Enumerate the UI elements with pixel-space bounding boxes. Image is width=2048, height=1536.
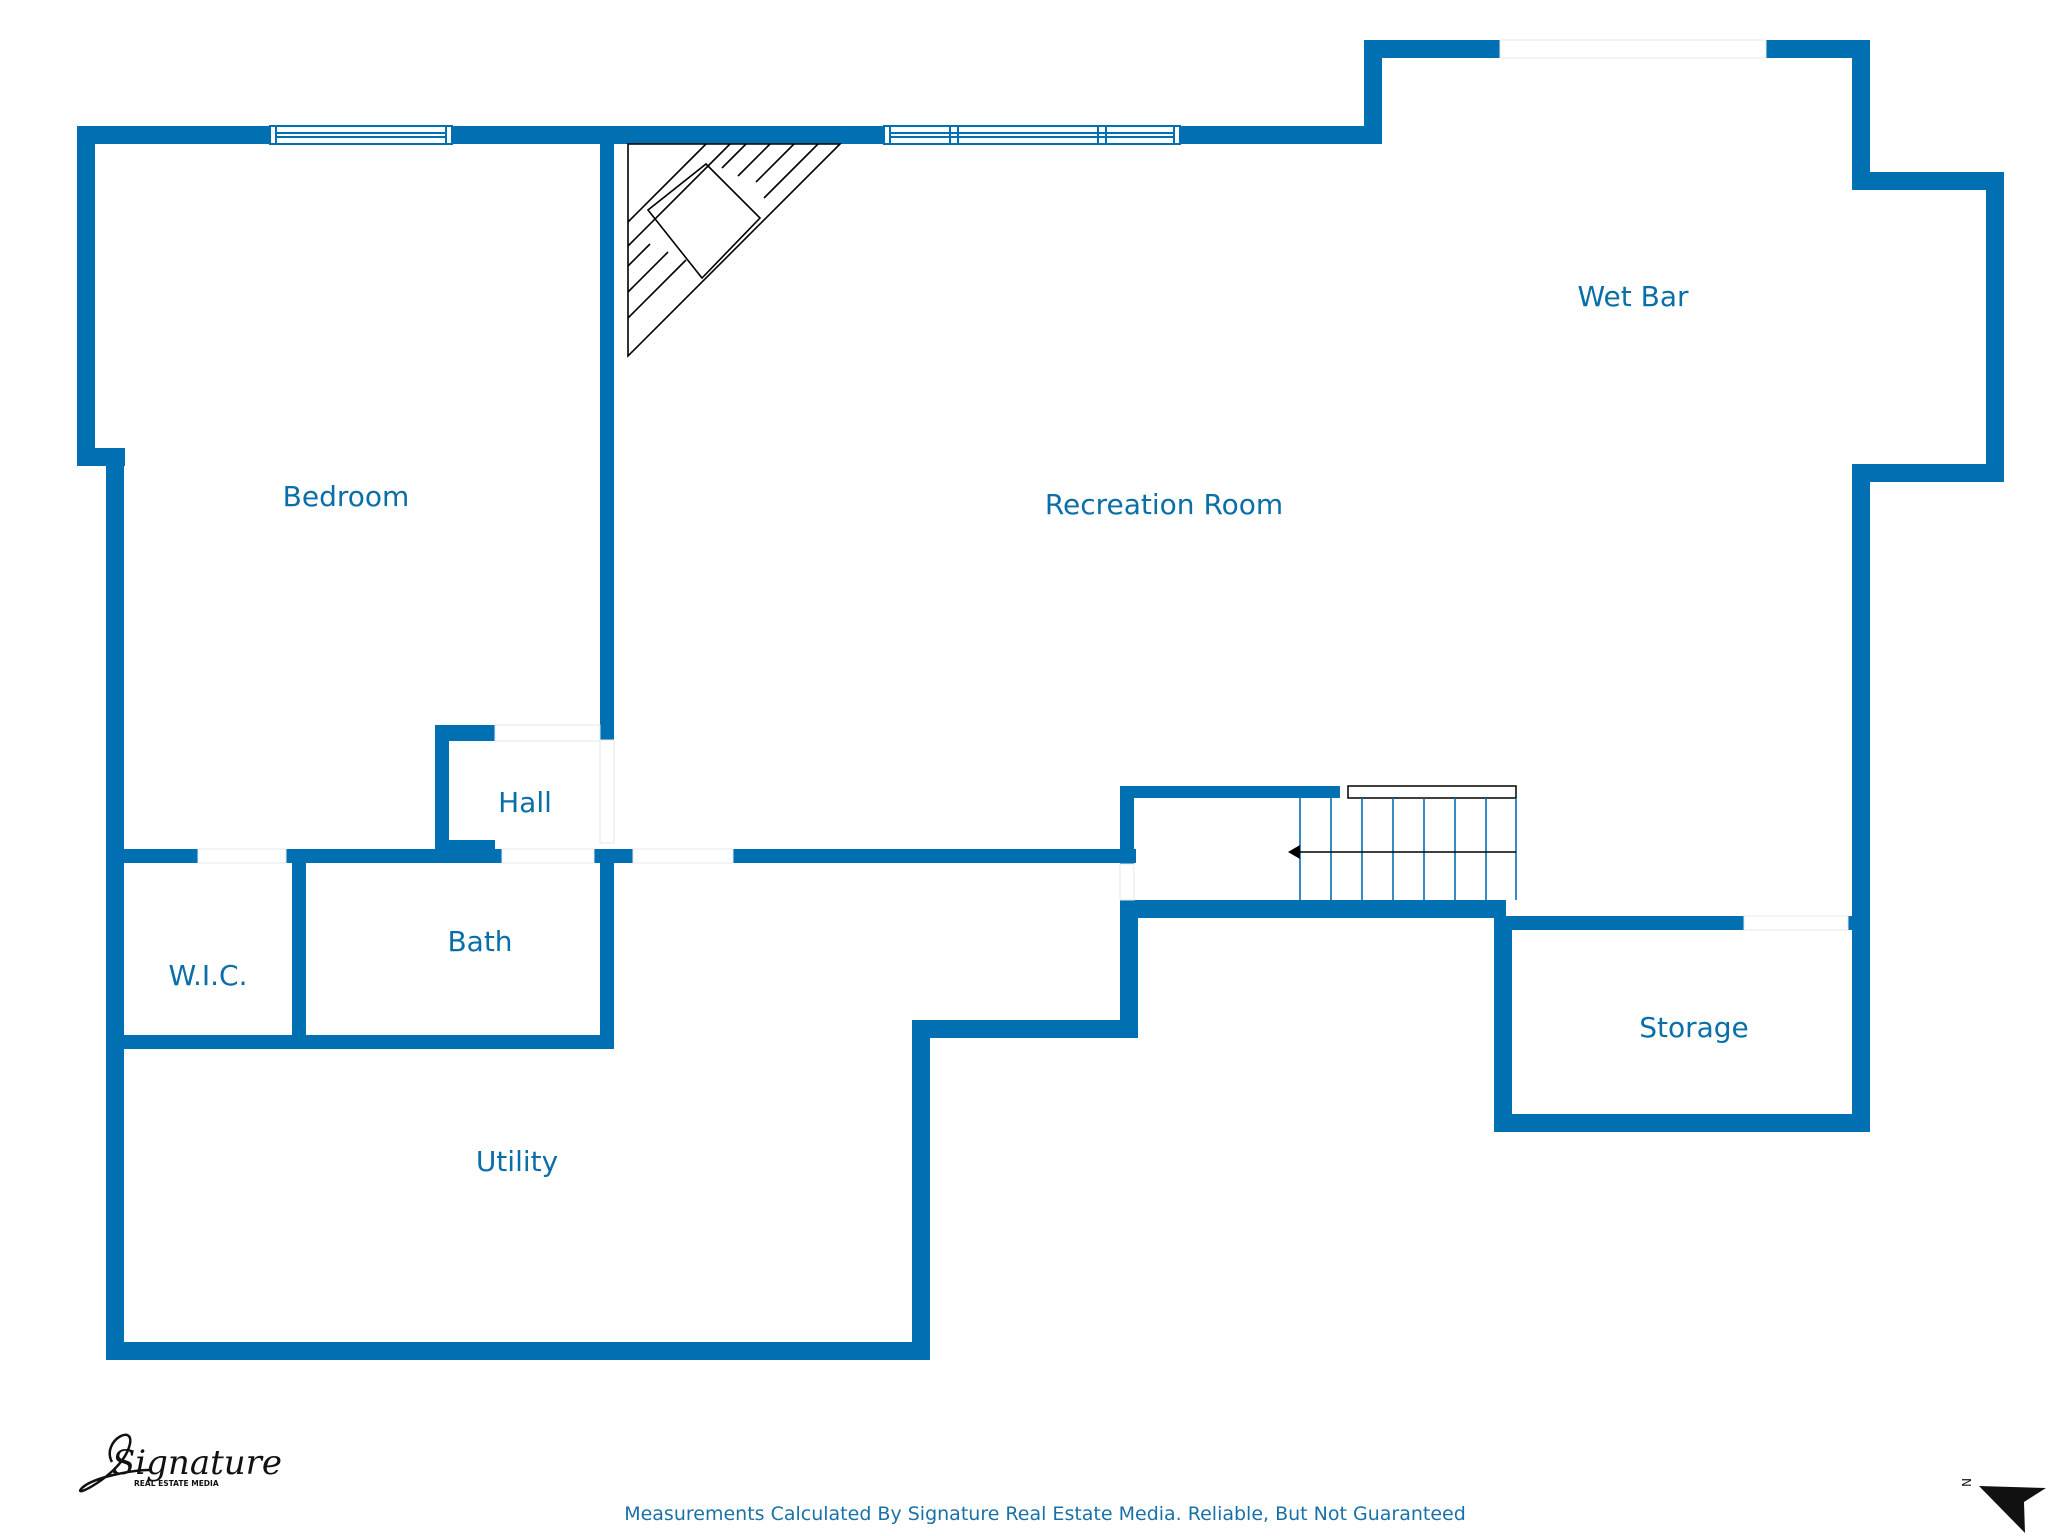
wall-notch-left [1364, 40, 1382, 144]
wall-utility-right [912, 1020, 930, 1360]
label-wic: W.I.C. [169, 959, 248, 992]
wall-hall-left [435, 725, 449, 855]
door-wic [197, 848, 287, 864]
signature-logo: Signature REAL ESTATE MEDIA [78, 1433, 282, 1493]
wall-stair-left [1120, 786, 1134, 864]
door-hall-to-rec [632, 848, 734, 864]
wall-bath-right [600, 849, 614, 1049]
wall-step-vertical [1120, 900, 1138, 1038]
wall-wic-bath-divider [292, 849, 306, 1049]
logo-script-text: Signature [112, 1443, 282, 1483]
window-rec-room [883, 125, 1181, 145]
wall-right-lower [1852, 464, 1870, 1132]
wall-storage-top [1494, 916, 1744, 930]
wall-bump-bottom [1852, 464, 2004, 482]
stairs [1288, 785, 1517, 900]
opening-wet-bar [1499, 39, 1767, 59]
door-openings [197, 39, 1849, 931]
wall-hall-top-stub [435, 725, 495, 741]
wall-bedroom-rec-divider [600, 126, 614, 746]
wall-storage-bottom [1494, 1114, 1870, 1132]
label-wet-bar: Wet Bar [1577, 280, 1689, 313]
compass-icon: N [1959, 1478, 2046, 1533]
wall-left-lower [106, 448, 124, 1360]
label-utility: Utility [476, 1145, 558, 1178]
door-bath [501, 848, 595, 864]
fireplace-hatch [627, 143, 842, 358]
wall-notch-right [1852, 40, 1870, 190]
stair-direction-arrow [1288, 845, 1516, 859]
wall-wic-bath-bottom [106, 1035, 614, 1049]
wall-bottom-utility [106, 1342, 930, 1360]
wall-storage-top-right [1848, 916, 1870, 930]
label-bath: Bath [447, 925, 512, 958]
window-bedroom [269, 125, 453, 145]
label-recreation-room: Recreation Room [1045, 488, 1283, 521]
wall-utility-step [912, 1020, 1138, 1038]
wall-stair-bottom [1120, 900, 1506, 918]
room-labels: Bedroom Recreation Room Wet Bar Hall W.I… [169, 280, 1749, 1178]
wall-bedroom-bottom [106, 849, 1136, 863]
footer-disclaimer: Measurements Calculated By Signature Rea… [624, 1503, 1466, 1525]
stair-treads [1299, 798, 1517, 900]
wall-left-upper [77, 126, 95, 465]
wall-stair-top [1120, 786, 1340, 798]
door-utility-stair [1119, 863, 1135, 901]
wall-storage-left [1494, 916, 1512, 1132]
door-storage [1743, 915, 1849, 931]
label-hall: Hall [498, 786, 552, 819]
wall-notch-top-left [1364, 40, 1500, 58]
wall-notch-top-right [1766, 40, 1870, 58]
door-hall-rec-side [599, 739, 615, 844]
wall-bump-right [1986, 172, 2004, 482]
wall-bump-top [1852, 172, 2004, 190]
label-bedroom: Bedroom [283, 480, 410, 513]
windows [269, 125, 1181, 145]
walls [77, 40, 2004, 1360]
door-hall-bedroom [494, 724, 601, 742]
label-storage: Storage [1639, 1011, 1749, 1044]
logo-sub-text: REAL ESTATE MEDIA [134, 1479, 219, 1488]
compass-north-label: N [1959, 1478, 1973, 1487]
